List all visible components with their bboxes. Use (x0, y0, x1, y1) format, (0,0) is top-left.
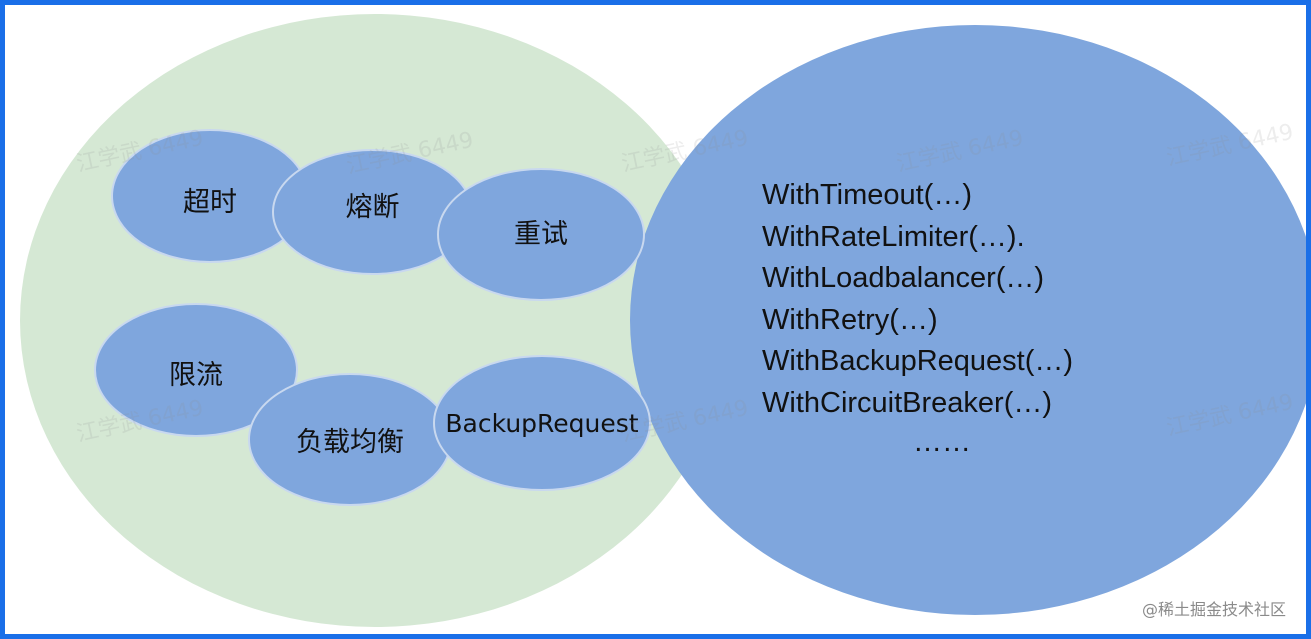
option-item: WithRetry(…) (762, 303, 938, 336)
options-ellipsis: …… (913, 426, 971, 458)
option-item: WithTimeout(…) (762, 179, 972, 211)
feature-backup-request: BackupRequest (433, 355, 651, 491)
options-circle (630, 25, 1306, 615)
option-item: WithCircuitBreaker(…) (762, 386, 1053, 419)
feature-circuit-breaker: 熔断 (272, 149, 473, 275)
feature-load-balance: 负载均衡 (248, 373, 452, 506)
feature-label: 负载均衡 (296, 427, 404, 458)
feature-label: 超时 (183, 186, 237, 218)
option-item: WithLoadbalancer(…) (762, 262, 1045, 294)
option-item: WithRateLimiter(…). (762, 220, 1025, 253)
options-list: WithTimeout(…) WithRateLimiter(…). WithL… (762, 175, 1073, 424)
option-item: WithBackupRequest(…) (762, 345, 1074, 377)
feature-retry: 重试 (437, 168, 645, 301)
feature-label: 重试 (514, 219, 568, 250)
feature-label: BackupRequest (445, 408, 639, 438)
feature-label: 熔断 (345, 191, 400, 223)
feature-label: 限流 (169, 359, 223, 391)
source-credit: @稀土掘金技术社区 (1141, 600, 1286, 619)
